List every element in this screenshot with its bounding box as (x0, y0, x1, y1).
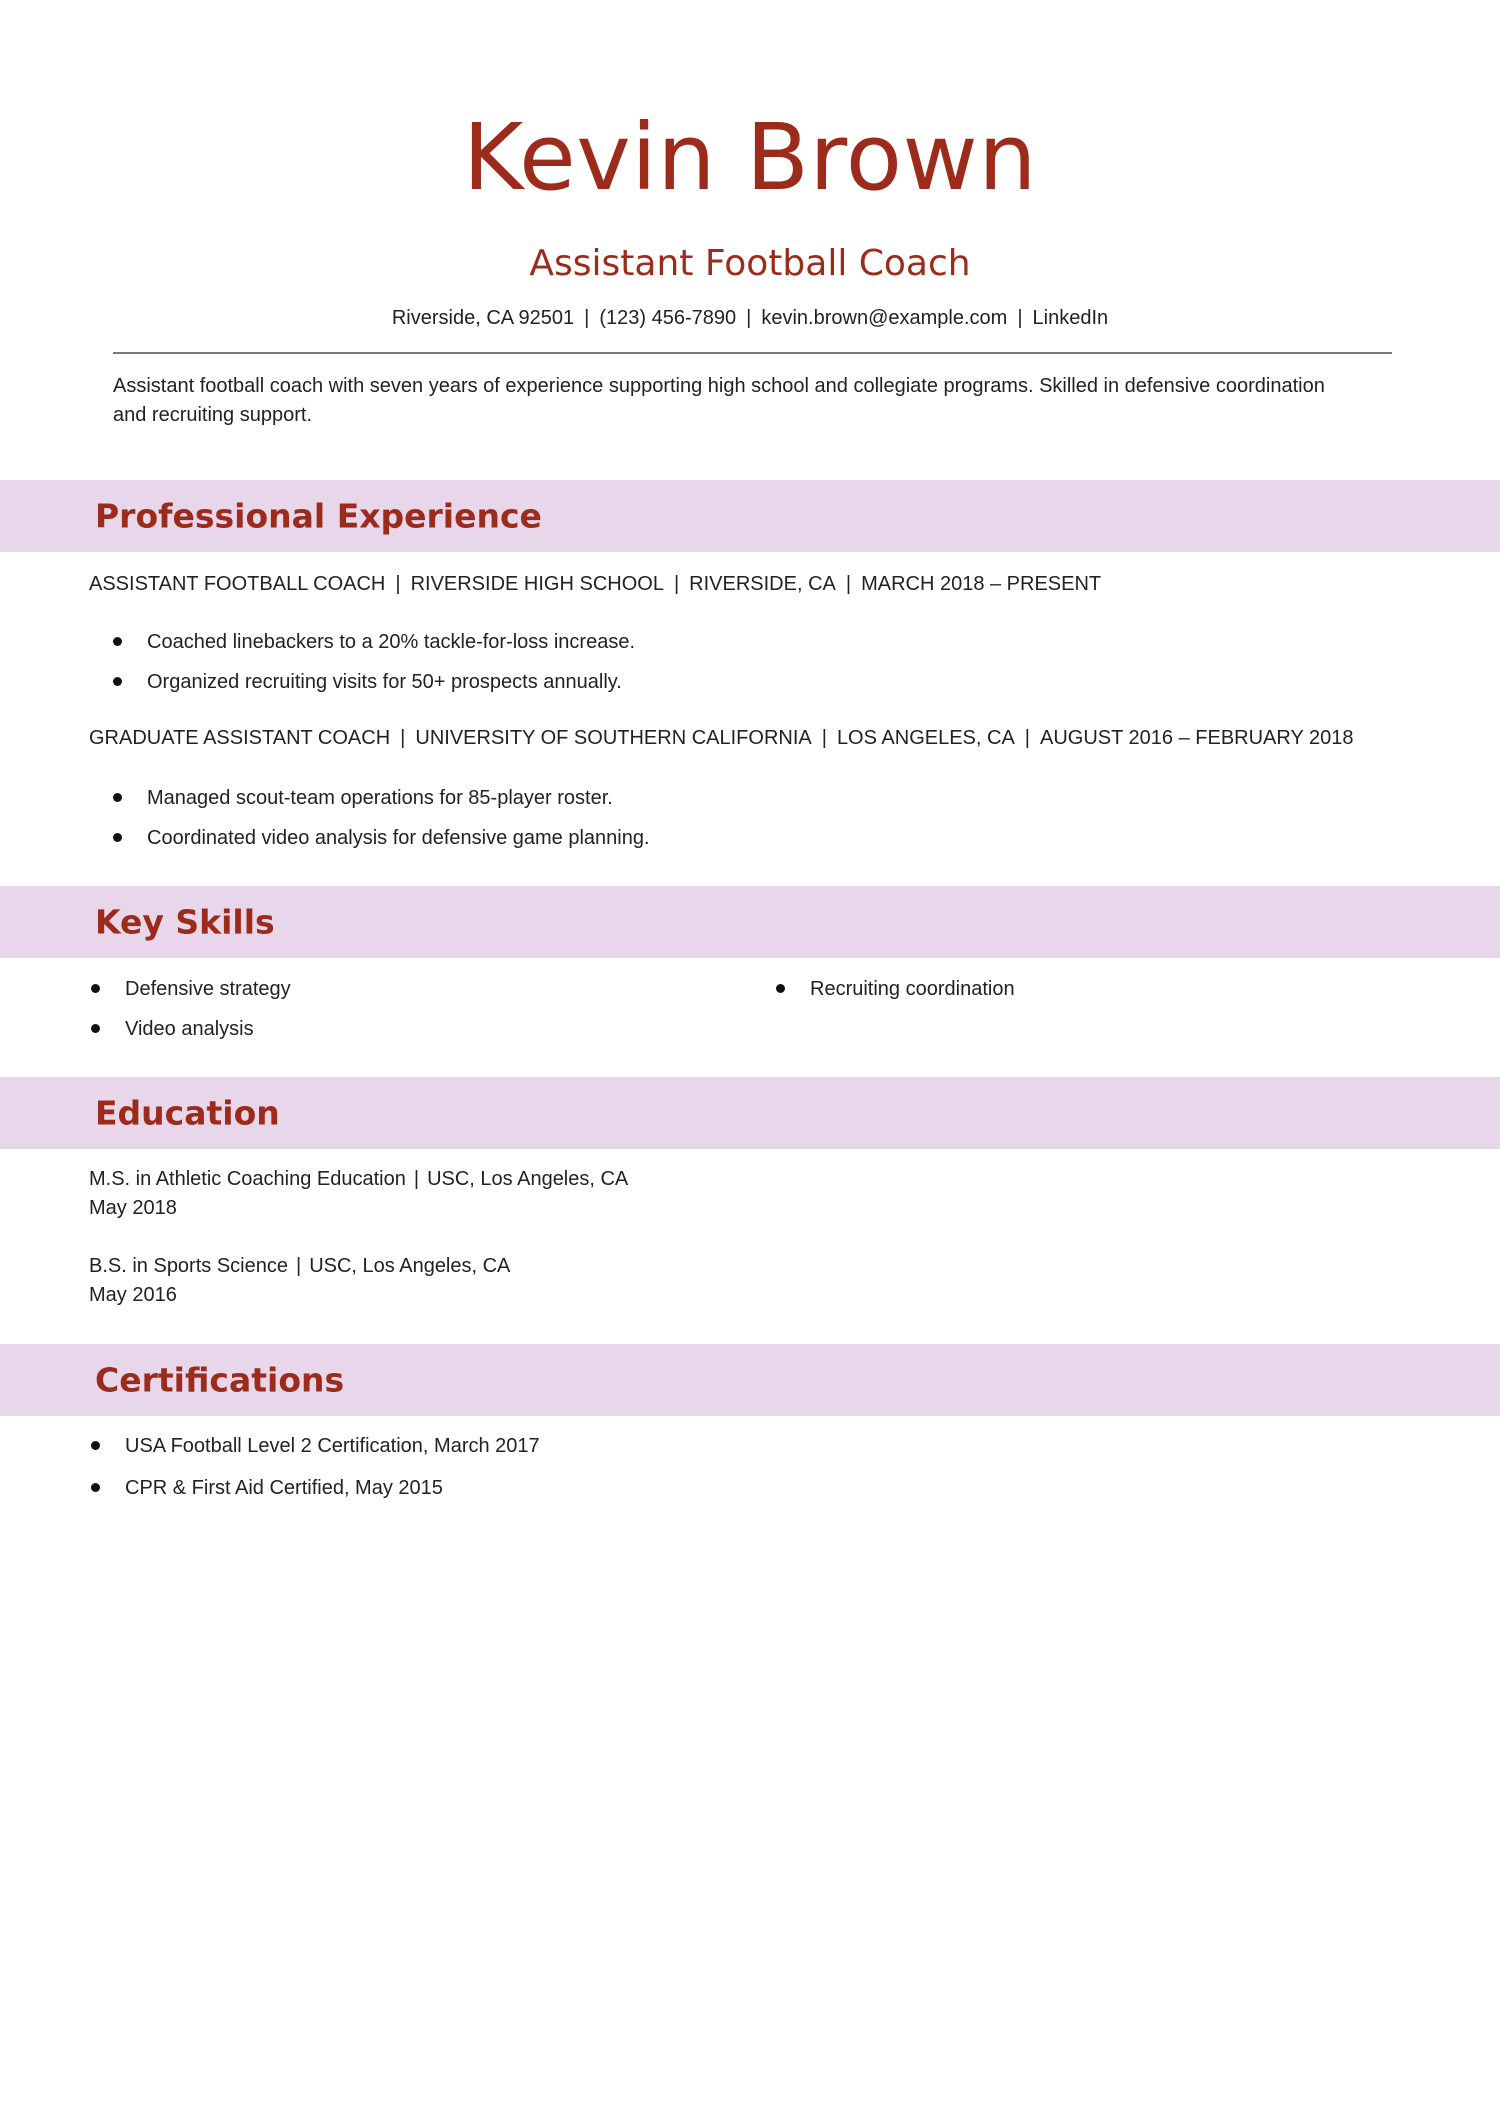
header-divider (113, 352, 1392, 354)
list-item: Defensive strategy (89, 979, 291, 999)
bullet-icon (91, 1483, 100, 1492)
contact-location: Riverside, CA 92501 (391, 307, 575, 329)
role-organization: RIVERSIDE HIGH SCHOOL (410, 573, 664, 595)
separator: | (673, 573, 680, 595)
contact-line: Riverside, CA 92501 | (123) 456-7890 | kevin… (0, 308, 1500, 328)
section-title-skills: Key Skills (95, 902, 275, 942)
role-organization: UNIVERSITY OF SOUTHERN CALIFORNIA (415, 727, 812, 749)
bullet-text: Organized recruiting visits for 50+ pros… (147, 671, 622, 693)
contact-phone: (123) 456-7890 (599, 307, 737, 329)
graduation-date: May 2016 (89, 1284, 177, 1306)
list-item: Coordinated video analysis for defensive… (113, 828, 650, 848)
bullet-icon (91, 984, 100, 993)
role-title: ASSISTANT FOOTBALL COACH (89, 573, 386, 595)
contact-email[interactable]: kevin.brown@example.com (761, 307, 1008, 329)
role-location: RIVERSIDE, CA (689, 573, 836, 595)
bullet-icon (91, 1024, 100, 1033)
skill-text: Video analysis (125, 1018, 254, 1040)
skill-text: Recruiting coordination (810, 978, 1015, 1000)
separator: | (413, 1168, 420, 1190)
skills-list-left: Defensive strategy Video analysis (89, 979, 291, 1059)
experience-bullet-list: Coached linebackers to a 20% tackle-for-… (113, 632, 635, 712)
list-item: CPR & First Aid Certified, May 2015 (89, 1478, 540, 1498)
separator: | (1017, 307, 1023, 329)
education-degree-line: B.S. in Sports Science | USC, Los Angeles,… (89, 1252, 510, 1281)
bullet-text: Coordinated video analysis for defensive… (147, 827, 650, 849)
job-title: Assistant Football Coach (529, 243, 971, 284)
bullet-icon (113, 637, 122, 646)
graduation-date: May 2018 (89, 1197, 177, 1219)
skills-list-right: Recruiting coordination (774, 979, 1015, 1019)
section-header-certifications: Certifications (0, 1344, 1500, 1416)
bullet-text: Coached linebackers to a 20% tackle-for-… (147, 631, 636, 653)
contact-linkedin[interactable]: LinkedIn (1032, 307, 1109, 329)
school: USC, Los Angeles, CA (427, 1168, 629, 1190)
role-dates: AUGUST 2016 – FEBRUARY 2018 (1040, 727, 1354, 749)
bullet-icon (776, 984, 785, 993)
experience-role-header: ASSISTANT FOOTBALL COACH | RIVERSIDE HIGH … (89, 574, 1101, 594)
bullet-icon (113, 833, 122, 842)
list-item: Managed scout-team operations for 85-pla… (113, 788, 650, 808)
separator: | (821, 727, 827, 749)
certifications-list: USA Football Level 2 Certification, Marc… (89, 1436, 540, 1518)
section-header-education: Education (0, 1077, 1500, 1149)
separator: | (845, 573, 852, 595)
bullet-icon (113, 677, 122, 686)
degree: B.S. in Sports Science (89, 1255, 288, 1277)
professional-summary: Assistant football coach with seven year… (113, 375, 1325, 426)
section-title-education: Education (95, 1093, 280, 1133)
separator: | (746, 307, 752, 329)
section-header-experience: Professional Experience (0, 480, 1500, 552)
list-item: USA Football Level 2 Certification, Marc… (89, 1436, 540, 1456)
degree: M.S. in Athletic Coaching Education (89, 1168, 406, 1190)
experience-bullet-list: Managed scout-team operations for 85-pla… (113, 788, 650, 868)
bullet-icon (91, 1441, 100, 1450)
education-entry: M.S. in Athletic Coaching Education | USC,… (89, 1165, 628, 1223)
certification-text: USA Football Level 2 Certification, Marc… (125, 1435, 540, 1457)
list-item: Video analysis (89, 1019, 291, 1039)
separator: | (295, 1255, 302, 1277)
list-item: Coached linebackers to a 20% tackle-for-… (113, 632, 635, 652)
separator: | (584, 307, 590, 329)
list-item: Recruiting coordination (774, 979, 1015, 999)
section-title-certifications: Certifications (95, 1360, 345, 1400)
role-title: GRADUATE ASSISTANT COACH (89, 727, 391, 749)
separator: | (395, 573, 401, 595)
education-degree-line: M.S. in Athletic Coaching Education | USC,… (89, 1165, 628, 1194)
education-entry: B.S. in Sports Science | USC, Los Angeles,… (89, 1252, 510, 1310)
school: USC, Los Angeles, CA (309, 1255, 511, 1277)
resume-header: Kevin Brown Assistant Football Coach Riv… (0, 0, 1500, 329)
role-dates: MARCH 2018 – PRESENT (861, 573, 1102, 595)
section-title-experience: Professional Experience (95, 496, 542, 536)
role-location: LOS ANGELES, CA (836, 727, 1015, 749)
separator: | (400, 727, 406, 749)
bullet-icon (113, 793, 122, 802)
certification-text: CPR & First Aid Certified, May 2015 (125, 1477, 443, 1499)
skill-text: Defensive strategy (125, 978, 291, 1000)
candidate-name: Kevin Brown (462, 104, 1038, 211)
section-header-skills: Key Skills (0, 886, 1500, 958)
experience-role-header: GRADUATE ASSISTANT COACH | UNIVERSITY OF S… (89, 728, 1354, 748)
list-item: Organized recruiting visits for 50+ pros… (113, 672, 635, 692)
separator: | (1024, 727, 1030, 749)
bullet-text: Managed scout-team operations for 85-pla… (147, 787, 613, 809)
